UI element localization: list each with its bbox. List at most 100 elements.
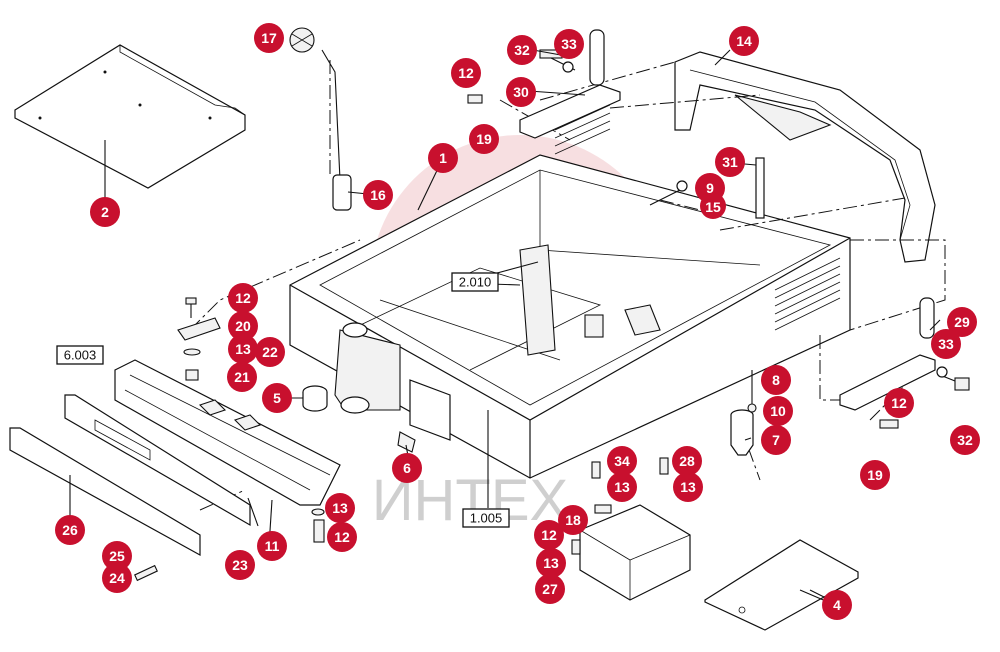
svg-text:19: 19 [867, 467, 883, 483]
callout-33-a: 33 [554, 29, 584, 59]
svg-text:32: 32 [957, 432, 973, 448]
svg-text:7: 7 [772, 432, 780, 448]
callout-29: 29 [947, 307, 977, 337]
callout-13-d: 13 [673, 472, 703, 502]
reference-box-2010: 2.010 [451, 272, 499, 292]
callout-15: 15 [700, 193, 726, 219]
svg-text:13: 13 [680, 479, 696, 495]
part-16-lever [289, 27, 352, 211]
part-30-bracket [519, 29, 621, 139]
reference-label-2010: 2.010 [459, 275, 492, 290]
svg-text:17: 17 [261, 30, 277, 46]
callout-13-c: 13 [607, 472, 637, 502]
svg-text:18: 18 [565, 512, 581, 528]
callout-20: 20 [228, 311, 258, 341]
part-5-bushing [302, 385, 328, 412]
callout-24: 24 [102, 563, 132, 593]
part-6-bolt [397, 431, 416, 457]
callout-12-e: 12 [884, 388, 914, 418]
callout-21: 21 [227, 362, 257, 392]
part-23-panel [64, 394, 251, 527]
svg-text:2: 2 [101, 204, 109, 220]
callout-19-a: 19 [469, 124, 499, 154]
callout-16: 16 [363, 180, 393, 210]
svg-text:9: 9 [706, 180, 714, 196]
part-31-strip [755, 157, 765, 219]
callout-12-d: 12 [534, 520, 564, 550]
svg-text:19: 19 [476, 131, 492, 147]
callout-1: 1 [428, 143, 458, 173]
callout-25: 25 [102, 541, 132, 571]
callout-23: 23 [225, 550, 255, 580]
svg-text:16: 16 [370, 187, 386, 203]
svg-text:22: 22 [262, 344, 278, 360]
svg-text:6: 6 [403, 460, 411, 476]
fasteners-left [134, 94, 899, 582]
svg-text:24: 24 [109, 570, 125, 586]
reference-box-1005: 1.005 [462, 508, 510, 528]
svg-text:15: 15 [705, 199, 721, 215]
part-1-main-frame [289, 104, 851, 479]
callout-33-b: 33 [931, 329, 961, 359]
svg-text:10: 10 [770, 403, 786, 419]
callout-18: 18 [558, 505, 588, 535]
part-11-front-beam [114, 359, 341, 506]
part-27-battery-tray [579, 504, 691, 601]
callout-26: 26 [55, 515, 85, 545]
svg-text:12: 12 [891, 395, 907, 411]
callout-27: 27 [535, 574, 565, 604]
callout-30: 30 [506, 77, 536, 107]
callout-12-c: 12 [327, 522, 357, 552]
callout-11: 11 [257, 531, 287, 561]
part-29-bracket [839, 297, 970, 411]
callout-32-a: 32 [507, 35, 537, 65]
svg-text:13: 13 [543, 555, 559, 571]
svg-text:4: 4 [833, 597, 841, 613]
svg-text:1: 1 [439, 150, 447, 166]
callout-31: 31 [715, 147, 745, 177]
callout-13-a: 13 [228, 334, 258, 364]
reference-label-1005: 1.005 [470, 511, 503, 526]
reference-label-6003: 6.003 [64, 348, 97, 363]
svg-text:27: 27 [542, 581, 558, 597]
svg-text:23: 23 [232, 557, 248, 573]
svg-text:12: 12 [541, 527, 557, 543]
callout-10: 10 [763, 396, 793, 426]
svg-text:33: 33 [938, 336, 954, 352]
callout-5: 5 [262, 383, 292, 413]
svg-text:12: 12 [458, 65, 474, 81]
callout-34: 34 [607, 446, 637, 476]
svg-text:5: 5 [273, 390, 281, 406]
svg-text:33: 33 [561, 36, 577, 52]
svg-text:21: 21 [234, 369, 250, 385]
svg-text:8: 8 [772, 372, 780, 388]
callout-8: 8 [761, 365, 791, 395]
callout-32-b: 32 [950, 425, 980, 455]
part-9-bolt [649, 180, 688, 206]
svg-text:26: 26 [62, 522, 78, 538]
callout-17: 17 [254, 23, 284, 53]
callout-4: 4 [822, 590, 852, 620]
svg-text:34: 34 [614, 453, 630, 469]
part-7-sleeve [730, 370, 757, 456]
part-2-cover-plate [14, 44, 246, 200]
svg-text:28: 28 [679, 453, 695, 469]
callout-7: 7 [761, 425, 791, 455]
callout-13-b: 13 [325, 493, 355, 523]
callout-12-b: 12 [228, 283, 258, 313]
part-26-panel [9, 427, 201, 557]
callout-13-e: 13 [536, 548, 566, 578]
callout-22: 22 [255, 337, 285, 367]
svg-text:13: 13 [332, 500, 348, 516]
svg-text:20: 20 [235, 318, 251, 334]
svg-text:13: 13 [614, 479, 630, 495]
svg-text:12: 12 [235, 290, 251, 306]
part-14-rear-arch [674, 51, 936, 263]
svg-text:25: 25 [109, 548, 125, 564]
callout-28: 28 [672, 446, 702, 476]
callout-6: 6 [392, 453, 422, 483]
callout-12-a: 12 [451, 58, 481, 88]
reference-box-6003: 6.003 [56, 345, 104, 365]
svg-text:31: 31 [722, 154, 738, 170]
